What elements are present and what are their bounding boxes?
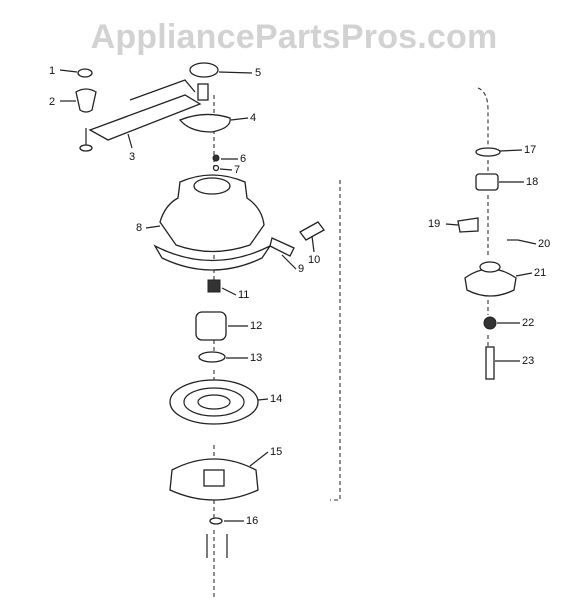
callout-11: 11 xyxy=(238,289,249,301)
part-21-hub xyxy=(479,261,501,273)
watermark: AppliancePartsPros.com xyxy=(90,18,498,56)
callout-2: 2 xyxy=(49,96,55,108)
callout-16: 16 xyxy=(246,515,258,527)
part-8-hub xyxy=(193,177,231,195)
part-23-shaft xyxy=(485,346,495,380)
part-5-pin xyxy=(197,83,209,101)
part-14-spring xyxy=(169,379,259,425)
callout-7: 7 xyxy=(234,164,240,176)
callout-21: 21 xyxy=(534,267,546,279)
part-2-knob xyxy=(75,88,97,113)
callout-15: 15 xyxy=(270,446,282,458)
part-13-washer xyxy=(198,351,226,363)
callout-13: 13 xyxy=(250,352,262,364)
part-3-screw-head xyxy=(79,144,93,152)
leader-lines xyxy=(59,69,537,522)
callout-17: 17 xyxy=(524,144,536,156)
part-3-lever xyxy=(88,79,202,141)
part-11-spring xyxy=(207,279,221,293)
part-16-shaft xyxy=(206,534,228,558)
callout-8: 8 xyxy=(136,222,142,234)
callout-12: 12 xyxy=(250,320,262,332)
part-15-hub xyxy=(203,469,225,487)
part-5-washer xyxy=(189,62,219,78)
part-12-spool xyxy=(195,311,227,341)
callout-18: 18 xyxy=(526,176,538,188)
part-4-cam xyxy=(178,113,231,133)
callout-23: 23 xyxy=(522,355,534,367)
callout-5: 5 xyxy=(255,67,261,79)
callout-19: 19 xyxy=(428,218,440,230)
callout-1: 1 xyxy=(49,65,55,77)
callout-6: 6 xyxy=(240,153,246,165)
part-8-housing xyxy=(159,174,265,253)
part-7-clip xyxy=(212,164,220,172)
part-17-washer xyxy=(475,147,501,157)
part-10-clip xyxy=(299,221,325,241)
callout-10: 10 xyxy=(308,254,320,266)
part-8-flange xyxy=(153,244,272,271)
part-18-nut xyxy=(475,173,499,191)
part-1-washer xyxy=(77,68,93,78)
callout-20: 20 xyxy=(538,238,550,250)
part-21-pulley xyxy=(464,268,517,297)
callout-4: 4 xyxy=(250,112,256,124)
callout-22: 22 xyxy=(522,317,534,329)
callout-3: 3 xyxy=(129,151,135,163)
callout-14: 14 xyxy=(270,393,282,405)
part-14-coil xyxy=(183,387,245,417)
axis-line-far-right xyxy=(477,87,489,350)
axis-line-right xyxy=(330,180,341,501)
part-19-key xyxy=(457,217,479,233)
part-22-nut xyxy=(483,316,497,330)
callout-9: 9 xyxy=(298,263,304,275)
part-16-washer xyxy=(209,517,223,525)
part-14-coil-inner xyxy=(197,394,231,410)
part-9-bracket xyxy=(269,237,295,257)
part-6-screw xyxy=(212,154,220,162)
